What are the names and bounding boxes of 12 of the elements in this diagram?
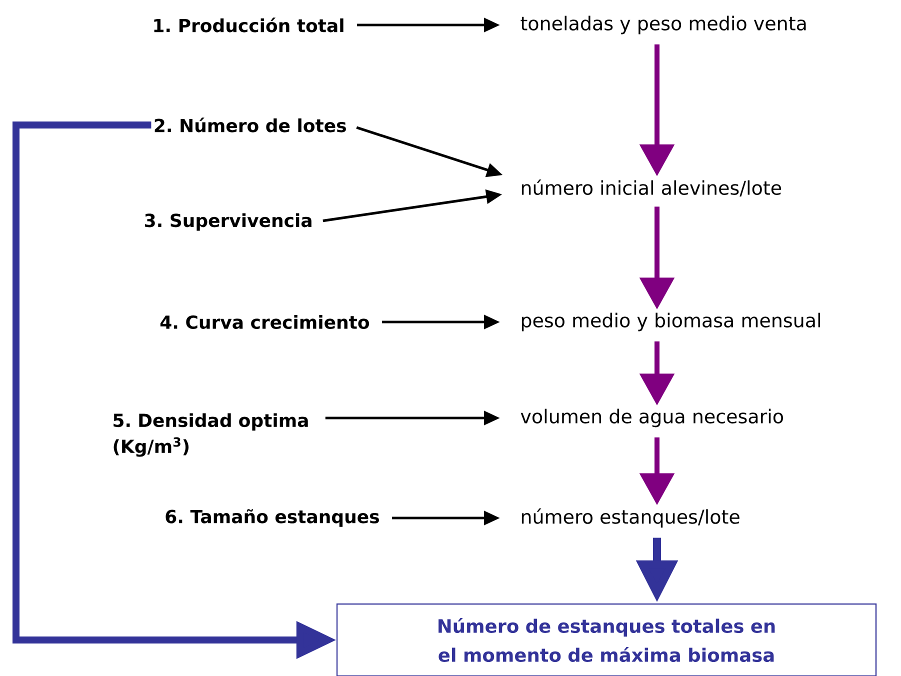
input-label: 2. Número de lotes (154, 118, 346, 132)
result-text: número inicial alevines/lote (522, 180, 782, 196)
result-text: número estanques/lote (522, 508, 740, 528)
input-label: 1. Producción total (154, 18, 344, 32)
result-text: volumen de agua necesario (520, 408, 783, 428)
result-text: peso medio y biomasa mensual (522, 312, 820, 332)
input-label: 5. Densidad optima (Kg/m$^{3}$) (114, 413, 308, 457)
result-text: toneladas y peso medio venta (520, 16, 806, 34)
input-label: 4. Curva crecimiento (160, 315, 370, 329)
input-label: 3. Supervivencia (145, 213, 312, 231)
result-box: Número de estanques totales en el momento de máxima biomasa (336, 603, 877, 676)
input-label: 6. Tamaño estanques (166, 509, 379, 527)
